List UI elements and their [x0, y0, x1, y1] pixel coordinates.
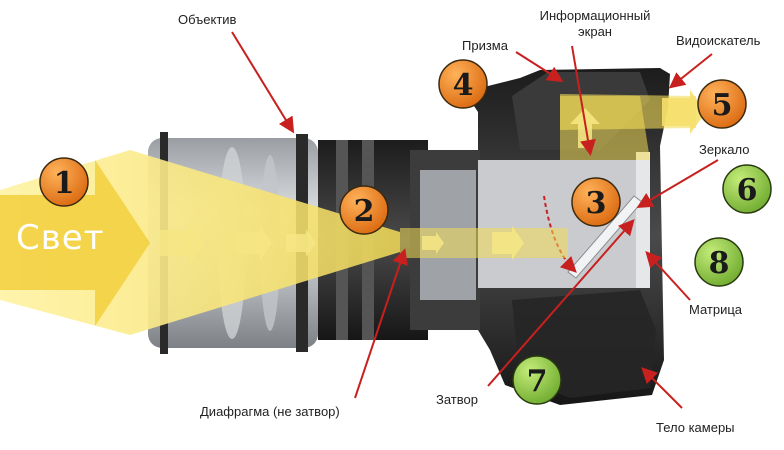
label-objective: Объектив — [178, 12, 237, 27]
svg-text:7: 7 — [527, 364, 548, 399]
badge-7: 7 — [512, 355, 562, 405]
arrow-objective — [231, 31, 295, 134]
svg-text:5: 5 — [712, 88, 733, 123]
badge-3: 3 — [571, 177, 621, 227]
arrow-info-screen — [571, 45, 596, 156]
label-viewfinder: Видоискатель — [676, 33, 761, 48]
label-info-screen-line2: экран — [578, 24, 612, 39]
label-mirror: Зеркало — [699, 142, 750, 157]
svg-text:1: 1 — [54, 166, 75, 201]
sensor-plate — [636, 152, 650, 288]
svg-text:4: 4 — [453, 68, 474, 103]
light-word: Свет — [16, 218, 105, 258]
mirror-arc — [543, 195, 577, 273]
arrow-aperture — [354, 248, 408, 399]
badge-4: 4 — [438, 59, 488, 109]
beam-arrows — [160, 108, 600, 264]
light-arrow — [0, 160, 150, 326]
svg-text:6: 6 — [737, 173, 758, 208]
label-body: Тело камеры — [656, 420, 735, 435]
arrow-shutter — [487, 218, 635, 387]
label-sensor: Матрица — [689, 302, 743, 317]
svg-text:2: 2 — [354, 194, 375, 229]
label-info-screen-line1: Информационный — [539, 8, 651, 23]
label-aperture: Диафрагма (не затвор) — [200, 404, 340, 419]
arrow-mirror — [636, 159, 719, 209]
arrow-viewfinder — [668, 53, 713, 89]
label-prism: Призма — [462, 38, 508, 53]
svg-text:8: 8 — [709, 246, 730, 281]
badge-8: 8 — [694, 237, 744, 287]
arrow-body — [641, 367, 683, 409]
badge-6: 6 — [722, 164, 772, 214]
annotation-arrows — [231, 31, 719, 409]
label-shutter: Затвор — [436, 392, 478, 407]
badge-5: 5 — [697, 79, 747, 129]
badge-1: 1 — [39, 157, 89, 207]
arrow-sensor — [645, 251, 691, 301]
arrow-prism — [515, 51, 564, 83]
svg-text:3: 3 — [586, 186, 607, 221]
badge-2: 2 — [339, 185, 389, 235]
